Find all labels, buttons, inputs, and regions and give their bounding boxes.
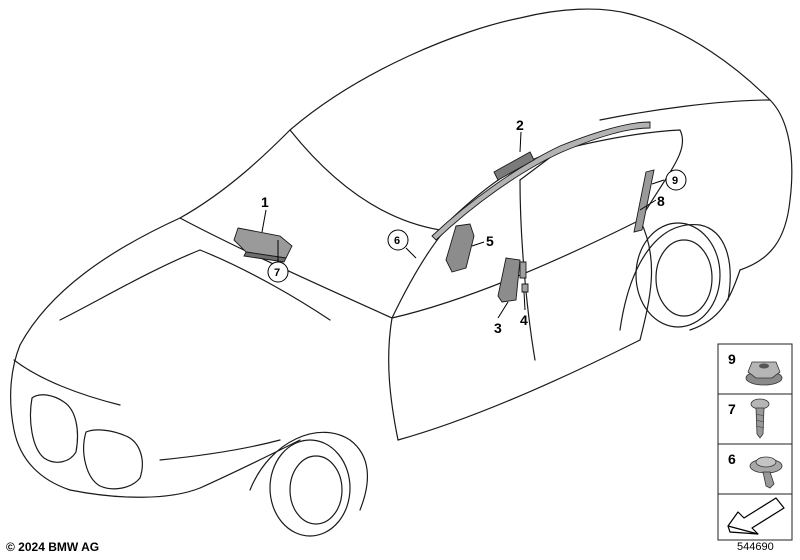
callout-5: 5 — [486, 233, 494, 249]
front-bumper — [69, 487, 201, 498]
trunk-outline — [739, 99, 793, 271]
callout-7-circle — [267, 261, 289, 283]
passenger-airbag-part — [233, 227, 293, 263]
rear-wheel-arch — [619, 224, 731, 331]
collar-screw-icon — [749, 456, 783, 489]
rear-deck — [599, 99, 771, 121]
front-left-fender — [10, 344, 71, 491]
hood-center — [59, 249, 201, 321]
callout-6-circle — [387, 229, 409, 251]
front-side-airbag-part — [445, 223, 475, 273]
windshield-top — [289, 129, 441, 231]
rear-door — [639, 219, 653, 341]
callout-4: 4 — [520, 312, 528, 328]
curtain-airbag-part — [431, 121, 651, 241]
headlight-right — [159, 439, 281, 461]
front-wheel-rim — [289, 455, 343, 525]
grille-left — [29, 394, 79, 463]
diagram-id: 544690 — [737, 541, 774, 553]
callout-6: 6 — [394, 235, 400, 247]
callout-3: 3 — [494, 320, 502, 336]
front-lower — [199, 439, 301, 489]
sill — [397, 339, 641, 441]
front-wheel-arch — [249, 431, 369, 511]
parts — [233, 121, 655, 303]
headlight-left — [13, 359, 121, 406]
rear-wheel — [635, 222, 721, 328]
sensor-bracket-part — [519, 261, 529, 293]
rear-window — [559, 129, 684, 221]
front-door-front — [388, 317, 399, 441]
callout-9-circle — [665, 169, 687, 191]
pan-head-screw-icon — [750, 398, 770, 439]
flange-nut-icon — [745, 361, 783, 386]
callout-1: 1 — [261, 194, 269, 210]
hardware-number-9: 9 — [728, 351, 736, 367]
hood-crease — [199, 249, 331, 321]
rear-wheel-rim — [655, 239, 713, 317]
hardware-number-6: 6 — [728, 451, 736, 467]
roof-outline — [179, 8, 771, 219]
grille-right — [83, 429, 143, 490]
callout-9: 9 — [672, 175, 678, 187]
rear-bumper — [689, 269, 741, 331]
copyright-text: © 2024 BMW AG — [6, 540, 100, 554]
hardware-number-7: 7 — [728, 401, 736, 417]
callout-2: 2 — [516, 117, 524, 133]
hardware-panel: 9 7 6 — [717, 343, 793, 541]
leader-lines — [261, 131, 665, 319]
callout-8: 8 — [657, 193, 665, 209]
rear-side-airbag-part — [497, 257, 521, 303]
car-outline — [10, 8, 793, 537]
direction-arrow-icon — [727, 497, 785, 535]
hood-left — [19, 217, 181, 346]
callout-7: 7 — [274, 267, 280, 279]
front-wheel — [269, 439, 351, 537]
rear-pillar-airbag-part — [633, 169, 655, 233]
